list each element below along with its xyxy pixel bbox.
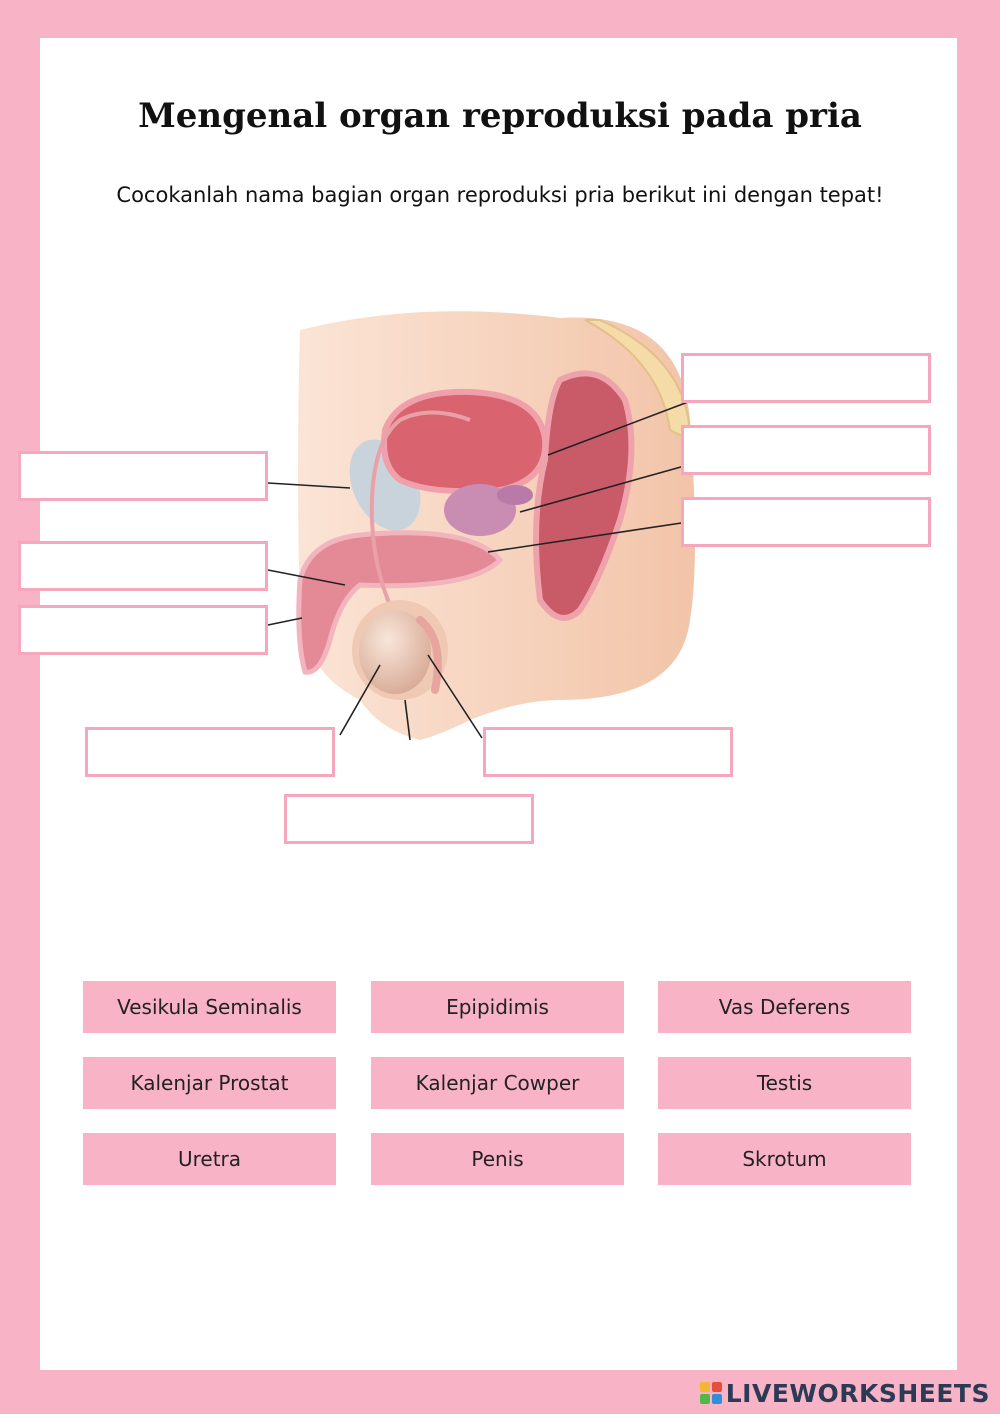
liveworksheets-logo-icon [699, 1382, 722, 1404]
answer-box-9[interactable] [284, 794, 534, 844]
penis [296, 530, 504, 675]
option-skrotum[interactable]: Skrotum [658, 1133, 911, 1185]
seminal-vesicle [497, 485, 533, 505]
option-kalenjar-prostat[interactable]: Kalenjar Prostat [83, 1057, 336, 1109]
epididymis [416, 616, 442, 694]
answer-box-3[interactable] [681, 497, 931, 547]
rectum [533, 370, 635, 621]
page-title: Mengenal organ reproduksi pada pria [138, 96, 862, 136]
answer-box-8[interactable] [483, 727, 733, 777]
option-vesikula-seminalis[interactable]: Vesikula Seminalis [83, 981, 336, 1033]
instruction-text: Cocokanlah nama bagian organ reproduksi … [116, 183, 884, 207]
leader-lines [267, 401, 689, 741]
answer-box-5[interactable] [18, 541, 268, 591]
answer-box-7[interactable] [85, 727, 335, 777]
footer-brand[interactable]: LIVEWORKSHEETS [699, 1376, 990, 1410]
brand-name: LIVEWORKSHEETS [725, 1378, 990, 1408]
option-epipidimis[interactable]: Epipidimis [371, 981, 624, 1033]
option-penis[interactable]: Penis [371, 1133, 624, 1185]
answer-box-2[interactable] [681, 425, 931, 475]
option-uretra[interactable]: Uretra [83, 1133, 336, 1185]
bladder [381, 388, 549, 495]
option-vas-deferens[interactable]: Vas Deferens [658, 981, 911, 1033]
option-kalenjar-cowper[interactable]: Kalenjar Cowper [371, 1057, 624, 1109]
answer-box-6[interactable] [18, 605, 268, 655]
answer-box-4[interactable] [18, 451, 268, 501]
answer-box-1[interactable] [681, 353, 931, 403]
testis [359, 610, 431, 694]
option-testis[interactable]: Testis [658, 1057, 911, 1109]
vas-deferens [369, 410, 471, 611]
